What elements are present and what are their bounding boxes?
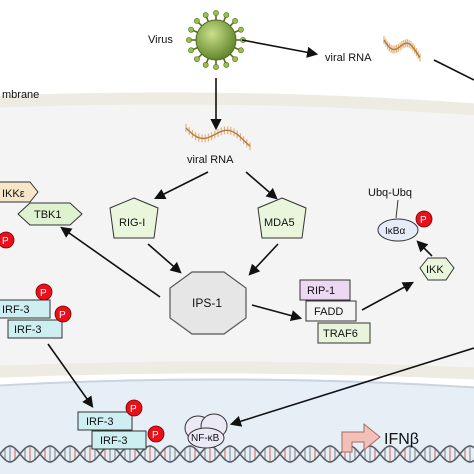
irf3-nucleus-phospho-b-label: P (152, 430, 159, 441)
nuclear-envelope (0, 378, 474, 389)
arrow-rna-to-rigi (153, 171, 209, 200)
mda5-label: MDA5 (264, 217, 295, 229)
fadd-box (305, 300, 357, 322)
rigi-label: RIG-I (119, 217, 145, 229)
tbk1-label: TBK1 (34, 209, 62, 221)
ikke-label: IKKε (2, 188, 25, 200)
irf3-phospho-a-icon (35, 283, 53, 301)
arrow-ikk-to-ikba (416, 240, 433, 257)
ips1-label: IPS-1 (192, 296, 222, 310)
irf3-nucleus-a (77, 411, 133, 431)
ikke-shape (0, 181, 39, 203)
traf6-box (317, 322, 371, 344)
irf3-cytoplasm-a (0, 299, 51, 319)
arrow-rna-to-mda5 (245, 171, 278, 200)
irf3-cytoplasm-b-label: IRF-3 (14, 324, 42, 336)
virus-icon (186, 10, 246, 70)
nfkb-label: NF-κB (191, 433, 220, 444)
arrow-rigi-to-ips1 (147, 243, 182, 274)
ikba-shape (377, 218, 419, 242)
irf3-nucleus-b (91, 430, 147, 450)
arrow-ips1-to-adaptors (251, 304, 303, 322)
traf6-label: TRAF6 (323, 328, 358, 340)
arrow-adaptors-to-ikk (361, 281, 414, 311)
viral-rna-inside-icon (185, 124, 251, 151)
transcription-arrow-icon (341, 422, 381, 453)
irf3-nucleus-phospho-a-icon (125, 399, 143, 417)
arrow-irf3-translocation (47, 343, 94, 408)
irf3-cytoplasm-b (7, 319, 63, 339)
irf3-nucleus-phospho-b-icon (147, 425, 165, 443)
ikk-shape (419, 257, 455, 281)
ikba-phospho-label: P (420, 215, 427, 226)
viral-rna-inside-label: viral RNA (187, 154, 234, 166)
ips1-shape (169, 271, 247, 335)
ikba-phospho-icon (415, 210, 433, 228)
irf3-phospho-b-label: P (59, 310, 66, 321)
mda5-shape (257, 197, 307, 239)
irf3-phospho-a-label: P (40, 288, 47, 299)
ifnb-label: IFNβ (384, 431, 419, 448)
irf3-cytoplasm-a-label: IRF-3 (2, 304, 30, 316)
irf3-nucleus-a-label: IRF-3 (86, 416, 114, 428)
rip1-box (299, 279, 351, 301)
arrow-ips1-to-tbk1 (60, 226, 161, 298)
ikk-label: IKK (426, 264, 444, 276)
nucleus (0, 379, 474, 474)
fadd-label: FADD (314, 306, 343, 318)
arrow-nfkb-translocation (229, 347, 474, 427)
irf3-nucleus-b-label: IRF-3 (100, 435, 128, 447)
rip1-label: RIP-1 (307, 285, 335, 297)
signal-arrows (47, 39, 474, 427)
nfkb-complex (184, 413, 228, 449)
virus-label: Virus (148, 34, 173, 46)
membrane-label: mbrane (2, 89, 39, 101)
ubq-link (395, 199, 399, 219)
arrow-virus-to-rna (241, 39, 319, 58)
arrow-rna-entry (433, 59, 474, 81)
viral-rna-outside-icon (383, 36, 421, 62)
viral-rna-outside-label: viral RNA (325, 52, 372, 64)
tbk1-phospho-icon (0, 231, 15, 249)
irf3-nucleus-phospho-a-label: P (130, 404, 137, 415)
ubq-label: Ubq-Ubq (368, 187, 412, 199)
rigi-shape (109, 197, 159, 239)
tbk1-phospho-label: P (2, 236, 9, 247)
tbk1-shape (17, 202, 83, 226)
irf3-phospho-b-icon (54, 305, 72, 323)
ikba-label: IκBα (385, 226, 405, 237)
arrow-mda5-to-ips1 (248, 243, 279, 276)
